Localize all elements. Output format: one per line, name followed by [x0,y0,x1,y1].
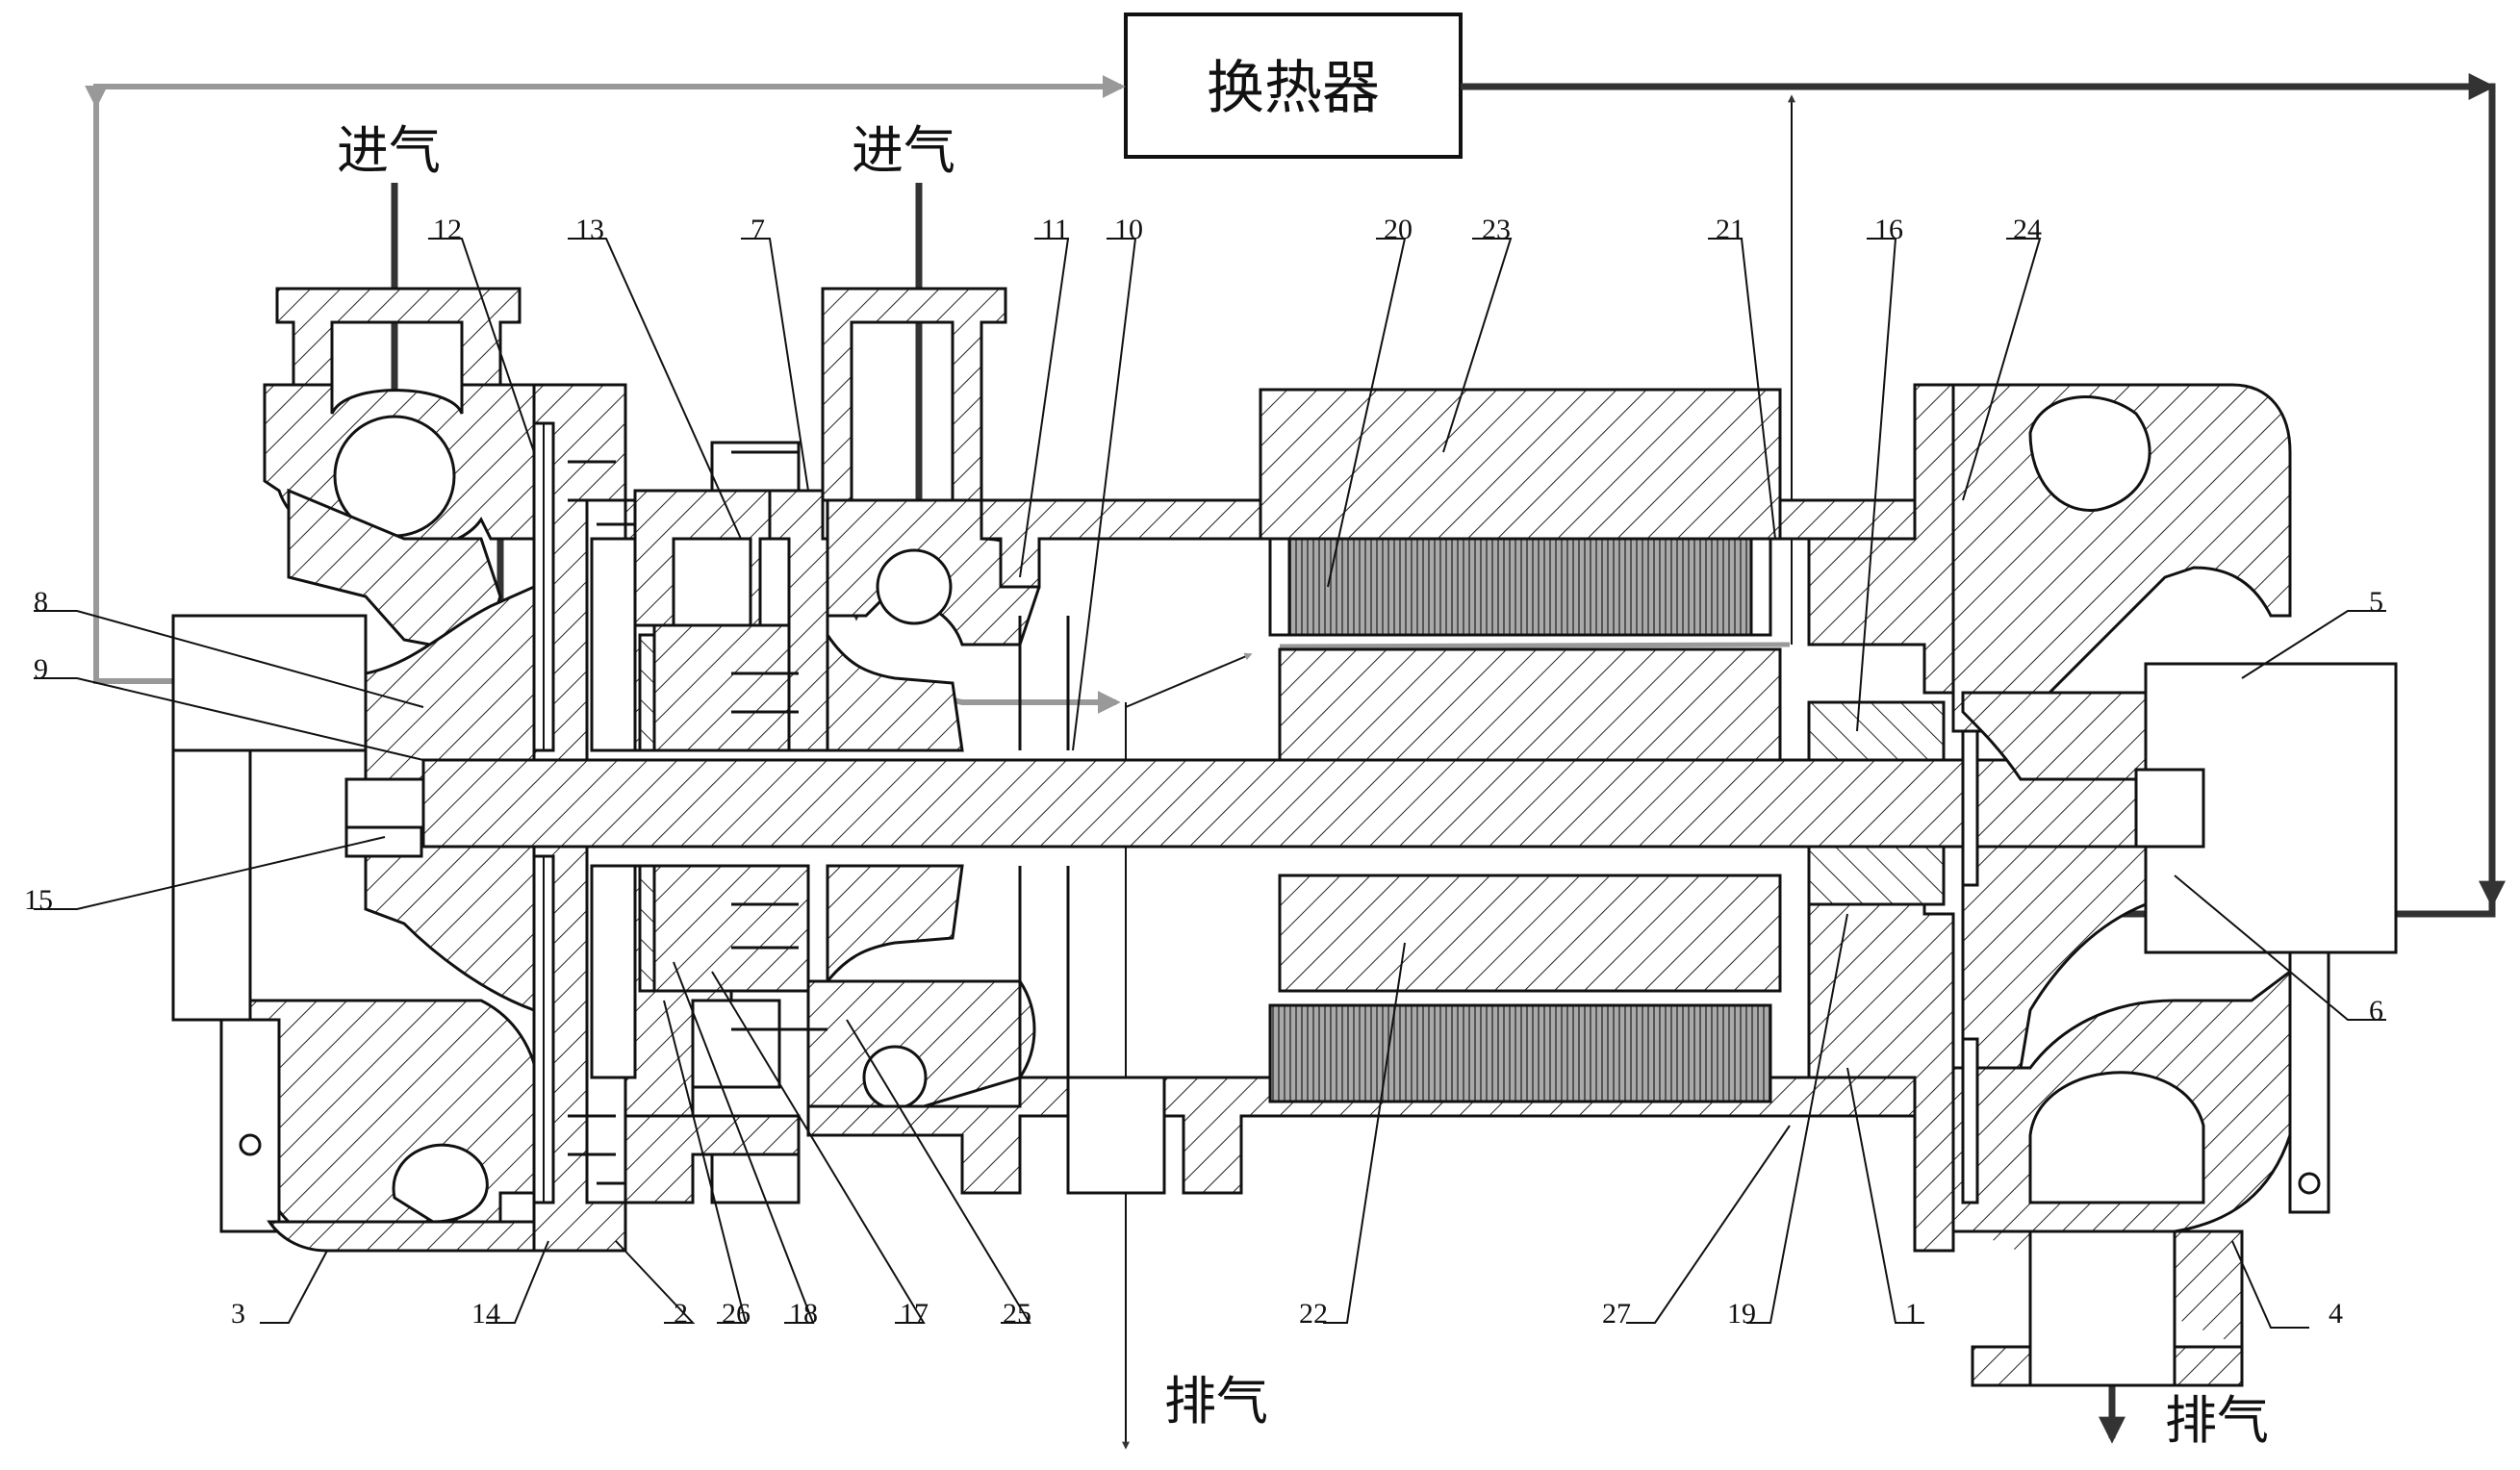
right-nozzle-ring-lower [1961,1037,1979,1204]
mid-upper-volute-passage [876,548,953,625]
mid-inlet-pipe [821,287,1007,502]
right-bearing-support-lower [1807,864,1955,1253]
flow-labels: 进气 进气 排气 排气 [337,120,2269,1451]
left-foot-bracket [219,1018,281,1233]
bearing-housing-upper [652,623,810,752]
winding-end-right-upper [1749,537,1772,637]
part-label-10: 10 [1114,214,1143,245]
part-label-26: 26 [722,1298,751,1330]
part-label-4: 4 [2329,1298,2343,1330]
part-label-7: 7 [751,214,765,245]
right-exhaust-pipe-bore [2028,1229,2176,1387]
bearing-19 [1807,845,1946,906]
right-turbine-wheel-upper [1961,691,2148,781]
bearing-16 [1807,700,1946,762]
stator-winding-20 [1268,537,1772,637]
exhaust-right-label: 排气 [2165,1390,2269,1451]
intake-left-label: 进气 [337,120,441,181]
part-number-labels: 12 13 7 11 10 20 23 21 16 24 5 6 4 8 9 1… [24,214,2383,1330]
part-label-14: 14 [471,1298,500,1330]
motor-gap-flow [1279,642,1791,649]
left-end-duct-wall [171,748,252,1022]
part-label-11: 11 [1041,214,1069,245]
rotor-core-22 [1278,874,1782,993]
mid-impeller-lower [826,864,964,986]
part-label-17: 17 [900,1298,929,1330]
main-shaft [344,758,2215,849]
part-label-21: 21 [1716,214,1744,245]
shaft-body [421,758,2138,849]
right-turbine-assembly [1807,383,2398,1387]
right-lower-volute-passage [2028,1071,2205,1204]
part-label-16: 16 [1874,214,1903,245]
right-hub-nut [2134,768,2205,849]
heat-exchanger-label: 换热器 [1207,55,1380,122]
left-lower-volute-passage [392,1143,489,1224]
part-label-22: 22 [1299,1298,1328,1330]
part-label-24: 24 [2013,214,2042,245]
left-impeller-lower [364,845,536,1013]
intake-mid-label: 进气 [852,120,955,181]
mid-impeller-upper [826,630,964,752]
left-thrust-disc-lower [590,864,637,1079]
bearing-housing-lower-window [691,999,781,1089]
right-turbine-wheel-lower [1961,845,2148,1070]
motor-housing [806,388,1917,1195]
part-label-2: 2 [674,1298,688,1330]
part-label-13: 13 [575,214,604,245]
part-label-8: 8 [34,586,48,618]
bearing-cap-upper [710,441,801,493]
part-label-18: 18 [789,1298,818,1330]
right-foot-bolt [2298,1172,2321,1195]
stator-housing-23 [1259,388,1782,541]
left-inlet-flange [275,287,522,387]
bearing-housing-window [672,537,752,627]
right-upper-volute-passage [2028,395,2151,512]
left-thrust-disc-upper [590,537,637,752]
bearing-cap-lower [710,1153,801,1204]
part-label-23: 23 [1482,214,1511,245]
motor-cooling-inflow [1125,652,1253,708]
right-foot-bracket [2288,950,2330,1214]
winding-end-left-upper [1268,537,1291,637]
part-label-3: 3 [231,1298,245,1330]
heat-exchanger-block: 换热器 [1124,13,1463,159]
right-nozzle-ring [1961,729,1979,887]
part-label-15: 15 [24,884,53,916]
stator-winding-lower [1268,1003,1772,1103]
rotor-core-upper [1278,647,1782,767]
part-label-20: 20 [1384,214,1413,245]
part-label-6: 6 [2369,995,2383,1026]
part-label-12: 12 [433,214,462,245]
drain-boss [1066,1076,1166,1195]
part-label-1: 1 [1905,1298,1920,1330]
left-compressor-assembly [171,287,579,1253]
shaft-left-end [344,777,425,829]
left-foot-bolt [239,1133,262,1156]
part-label-5: 5 [2369,586,2383,618]
leader-lines [34,238,2386,1329]
part-label-25: 25 [1003,1298,1031,1330]
left-base-plate [267,1220,579,1253]
part-label-27: 27 [1602,1298,1631,1330]
exhaust-mid-label: 排气 [1164,1371,1268,1432]
part-label-19: 19 [1727,1298,1756,1330]
part-label-9: 9 [34,653,48,685]
